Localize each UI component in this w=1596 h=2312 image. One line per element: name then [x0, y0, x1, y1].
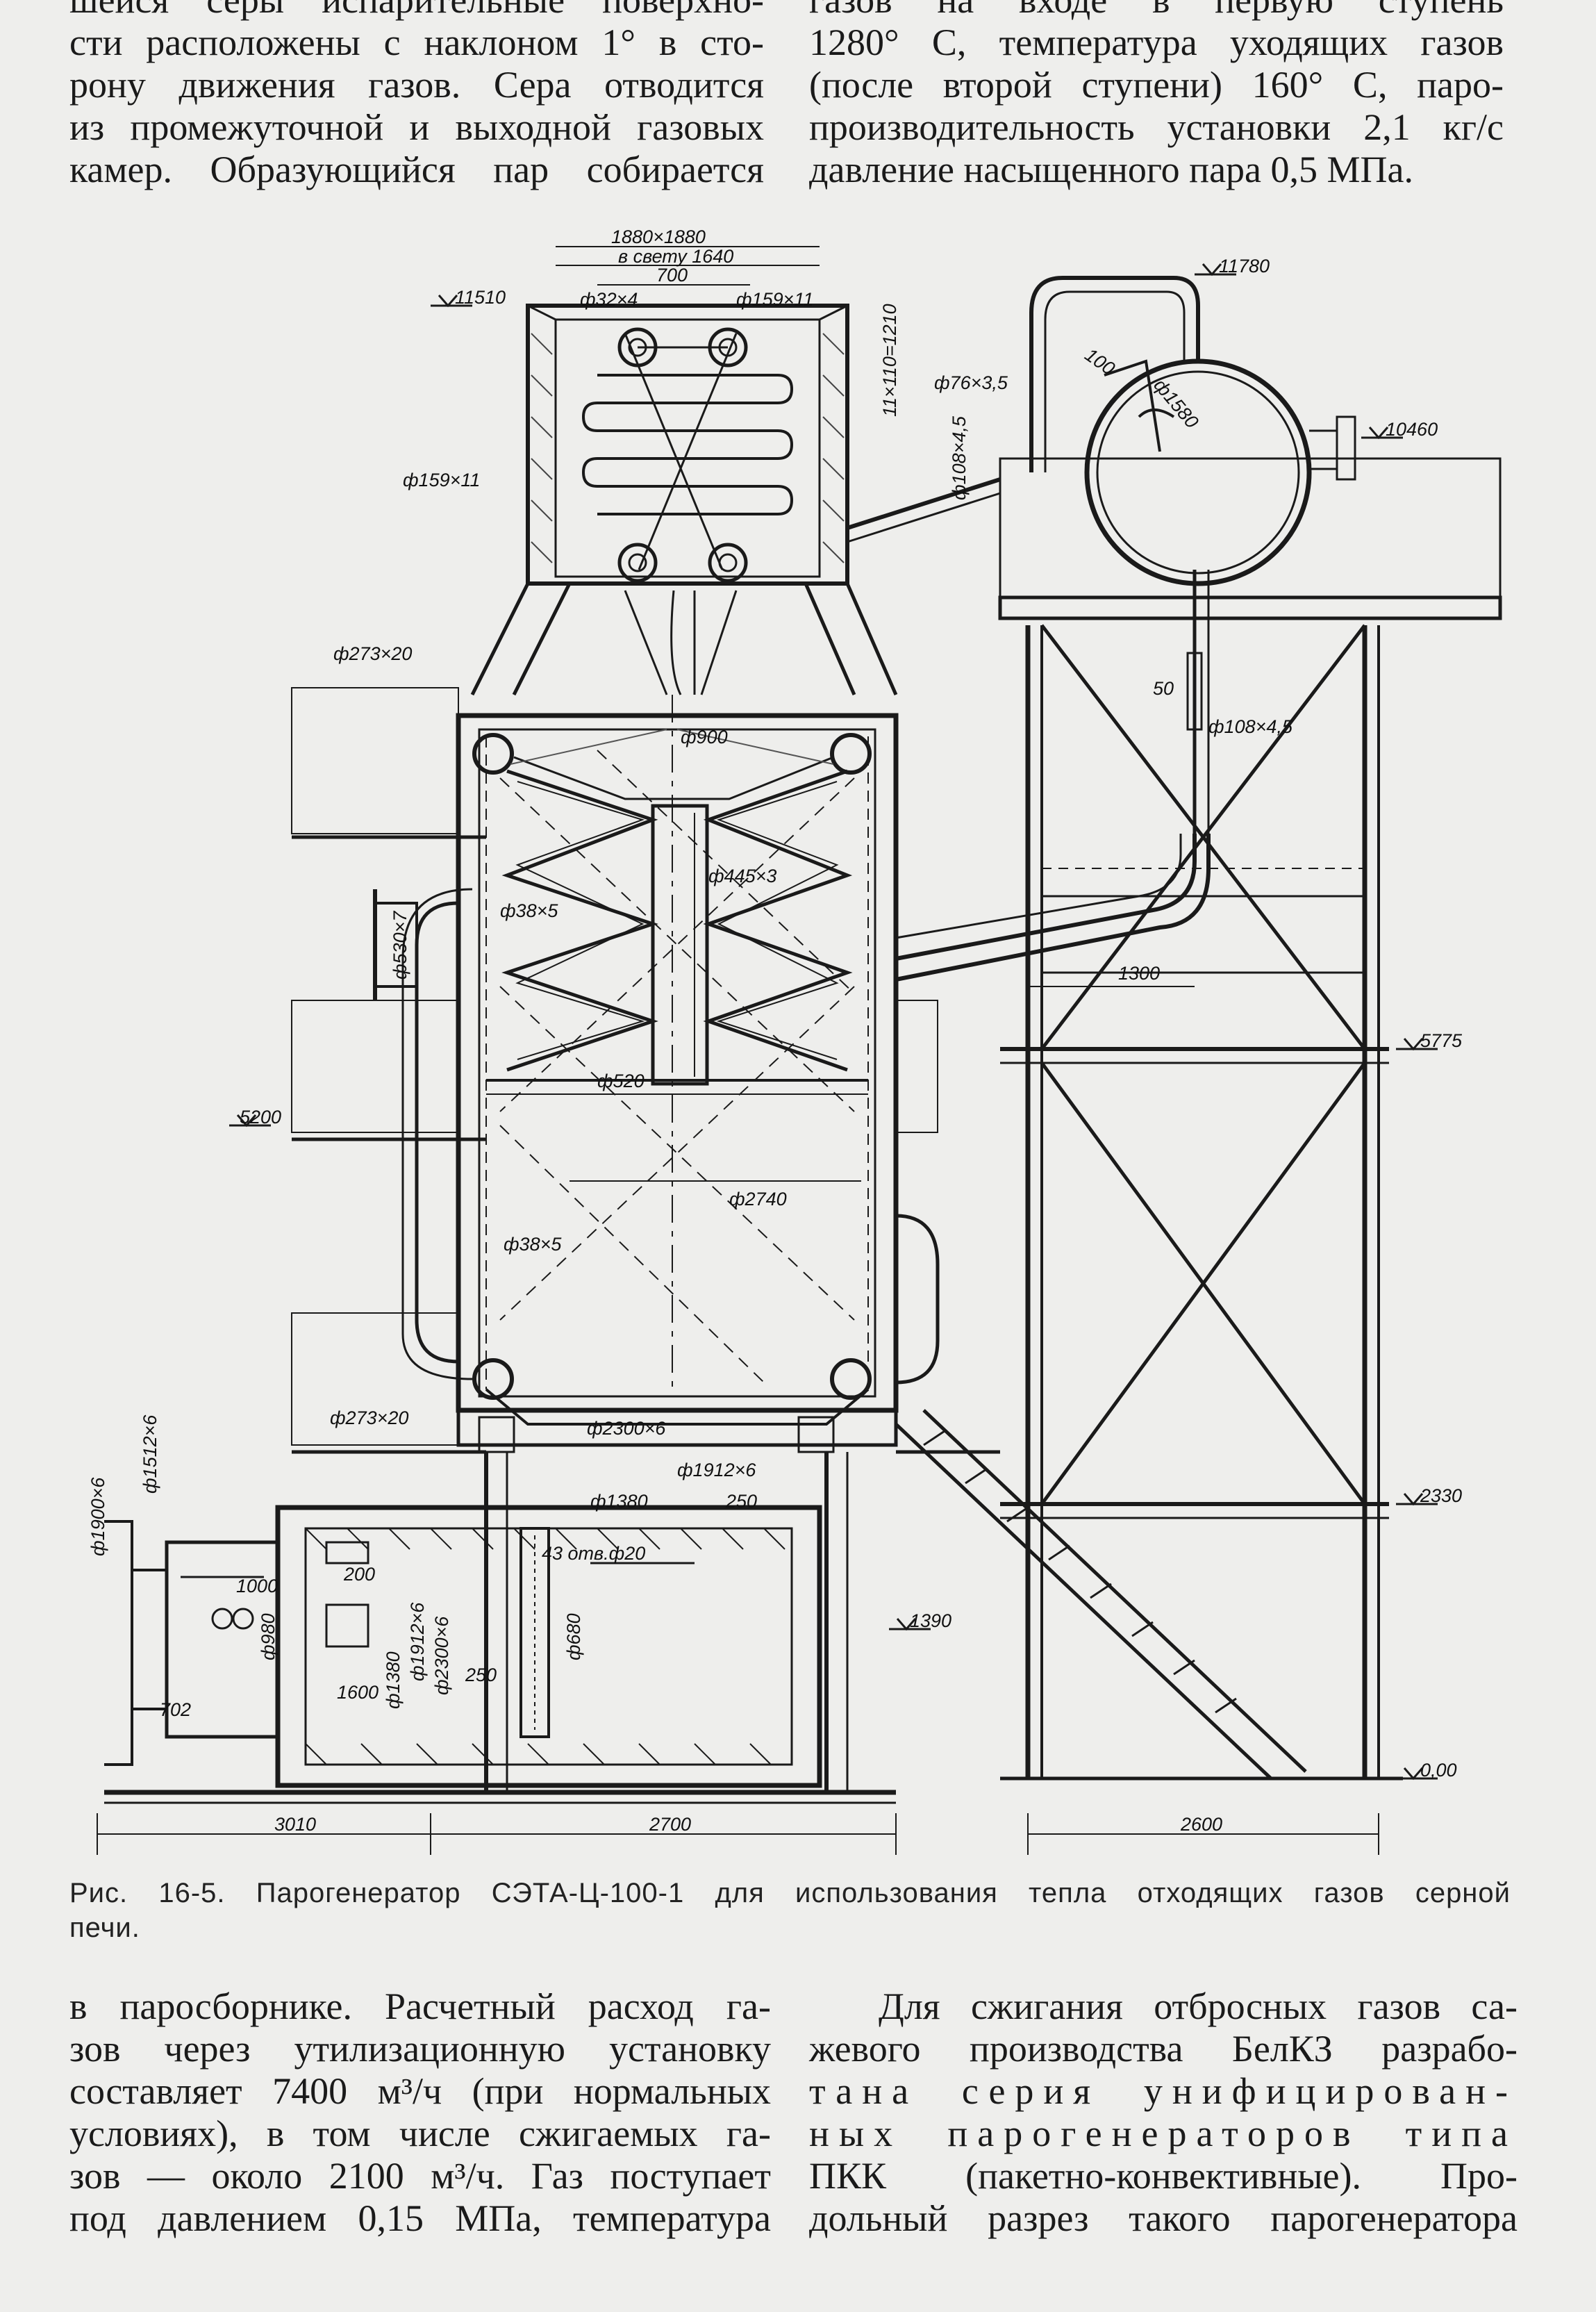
text-line: Для сжигания отбросных газов са- — [879, 1985, 1518, 2027]
text-line: условиях), в том числе сжигаемых га- — [69, 2113, 771, 2154]
level-label: 1390 — [910, 1610, 951, 1631]
text-line: ПКК (пакетно-конвективные). Про- — [809, 2155, 1518, 2197]
text-column-top-left: шейся серы испарительные поверхно- сти р… — [69, 0, 764, 191]
level-label: 2330 — [1420, 1485, 1462, 1506]
dim-label: ф1580 — [1149, 375, 1202, 433]
text-column-top-right: газов на входе в первую ступень 1280° С,… — [809, 0, 1504, 191]
main-shell — [373, 695, 940, 1426]
support-tower — [895, 595, 1502, 1780]
text-line: ных парогенераторов типа — [809, 2113, 1518, 2154]
dim-label: 250 — [725, 1491, 757, 1512]
furnace-chamber — [104, 687, 1403, 1804]
text-line: жевого производства БелКЗ разрабо- — [809, 2028, 1518, 2070]
text-line: давление насыщенного пара 0,5 МПа. — [809, 149, 1413, 190]
dim-label: ф445×3 — [708, 866, 776, 886]
text-line: шейся серы испарительные поверхно- — [69, 0, 764, 21]
text-column-bottom-left: в паросборнике. Расчетный расход га- зов… — [69, 1985, 771, 2240]
text-line: газов на входе в первую ступень — [809, 0, 1504, 21]
text-line: из промежуточной и выходной газовых — [69, 106, 764, 148]
dim-label: ф2300×6 — [587, 1418, 666, 1439]
level-marks — [229, 263, 1438, 1781]
dim-label: ф273×20 — [333, 643, 412, 664]
dim-label: ф108×4,5 — [1208, 716, 1293, 737]
dim-label: 1000 — [236, 1576, 278, 1596]
level-label: 11510 — [455, 287, 506, 308]
dim-label: ф530×7 — [390, 911, 410, 980]
dim-label: 200 — [343, 1564, 375, 1585]
text-line: в паросборнике. Расчетный расход га- — [69, 1985, 771, 2027]
dim-label: 3010 — [274, 1814, 316, 1835]
text-line: под давлением 0,15 МПа, температура — [69, 2197, 771, 2239]
steam-generator-drawing: 1880×1880 в свету 1640 700 ф32×4 ф159×11… — [88, 226, 1502, 1855]
text-line: (после второй ступени) 160° С, паро- — [809, 64, 1504, 106]
dim-label: ф2740 — [729, 1189, 787, 1209]
text-line: 1280° С, температура уходящих газов — [809, 22, 1504, 63]
text-line: тана серия унифицирован- — [809, 2070, 1518, 2112]
dim-label: ф1380 — [590, 1491, 648, 1512]
dim-label: ф980 — [258, 1613, 279, 1660]
dim-label: 43 отв.ф20 — [542, 1543, 645, 1564]
dim-label: ф1912×6 — [407, 1602, 428, 1681]
dim-label: 1300 — [1118, 963, 1160, 984]
dim-label: ф38×5 — [500, 900, 558, 921]
figure-caption: Рис. 16-5. Парогенератор СЭТА-Ц-100-1 дл… — [69, 1876, 1511, 1945]
dim-label: 1600 — [337, 1682, 379, 1703]
dim-label: 1880×1880 — [611, 226, 706, 247]
dim-label: 100 — [1081, 344, 1119, 379]
dim-label: ф680 — [563, 1613, 584, 1660]
text-line: дольный разрез такого парогенератора — [809, 2197, 1518, 2239]
caption-line: Рис. 16-5. Парогенератор СЭТА-Ц-100-1 дл… — [69, 1878, 1511, 1908]
text-line: рону движения газов. Сера отводится — [69, 64, 764, 106]
text-line: камер. Образующийся пар собирается — [69, 149, 764, 190]
text-line: производительность установки 2,1 кг/с — [809, 106, 1504, 148]
caption-line: печи. — [69, 1913, 140, 1943]
dim-label: ф76×3,5 — [934, 372, 1008, 393]
downcomer-pipes — [847, 477, 1211, 982]
dim-label: ф1900×6 — [88, 1477, 108, 1556]
dim-label: ф273×20 — [330, 1407, 408, 1428]
dim-label: ф1380 — [383, 1651, 404, 1709]
dim-label: 50 — [1153, 678, 1174, 699]
dim-label: ф520 — [597, 1071, 645, 1091]
level-label: 0,00 — [1420, 1760, 1457, 1781]
text-line: составляет 7400 м³/ч (при нормальных — [69, 2070, 771, 2112]
dim-label: ф32×4 — [580, 289, 638, 310]
steam-drum — [999, 276, 1502, 834]
level-label: 5775 — [1420, 1030, 1463, 1051]
dim-label: 250 — [465, 1665, 497, 1685]
dimension-lines — [97, 246, 1379, 1855]
text-line: зов — около 2100 м³/ч. Газ поступает — [69, 2155, 771, 2197]
dim-label: ф1912×6 — [677, 1460, 756, 1480]
dim-label: ф38×5 — [504, 1234, 562, 1255]
dim-label: 702 — [160, 1699, 191, 1720]
text-line: зов через утилизационную установку — [69, 2028, 771, 2070]
text-line: сти расположены с наклоном 1° в сто- — [69, 22, 764, 63]
dim-label: ф159×11 — [736, 289, 813, 310]
level-label: 11780 — [1219, 256, 1270, 276]
dimension-labels: 1880×1880 в свету 1640 700 ф32×4 ф159×11… — [88, 226, 1463, 1835]
dim-label: ф900 — [681, 727, 728, 748]
text-column-bottom-right: Для сжигания отбросных газов са- жевого … — [809, 1985, 1518, 2240]
dim-label: 2700 — [649, 1814, 691, 1835]
dim-label: 11×110=1210 — [879, 304, 900, 417]
level-label: 5200 — [240, 1107, 281, 1128]
dim-label: ф2300×6 — [431, 1616, 452, 1695]
dim-label: 2600 — [1180, 1814, 1222, 1835]
dim-label: ф1512×6 — [140, 1414, 160, 1494]
dim-label: ф159×11 — [403, 470, 480, 490]
dim-label: в свету 1640 — [618, 246, 733, 267]
dim-label: 700 — [656, 265, 688, 286]
level-label: 10460 — [1386, 419, 1438, 440]
upper-section — [470, 304, 898, 696]
dim-label: ф108×4,5 — [949, 415, 970, 500]
